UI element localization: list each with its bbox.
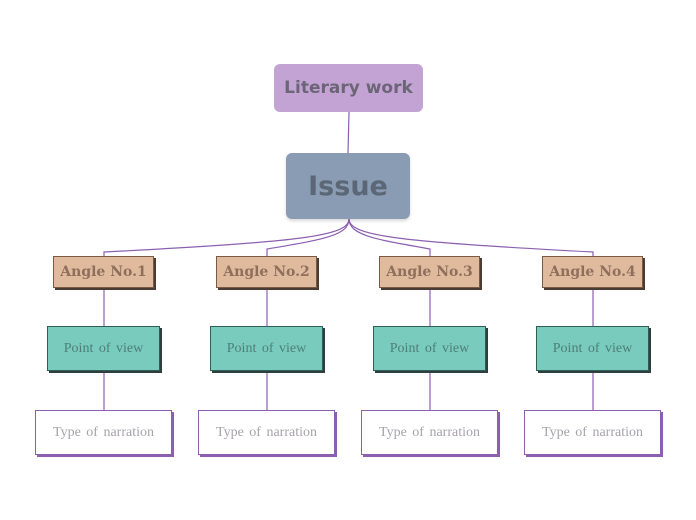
point-of-view-label: Point of view (389, 340, 470, 356)
narration-label: Type of narration (216, 424, 317, 440)
angle-node-label: Angle No.3 (386, 264, 473, 280)
point-of-view-label: Point of view (226, 340, 307, 356)
narration-label: Type of narration (53, 424, 154, 440)
point-of-view-label: Point of view (552, 340, 633, 356)
narration-node-2[interactable]: Type of narration (198, 410, 335, 455)
angle-node-label: Angle No.2 (223, 264, 310, 280)
angle-node-label: Angle No.4 (549, 264, 636, 280)
connector-root-central (347, 111, 350, 154)
connector-central-angle-1 (103, 218, 350, 256)
point-of-view-node-3[interactable]: Point of view (373, 326, 486, 371)
connector-central-angle-3 (348, 218, 431, 256)
angle-node-1[interactable]: Angle No.1 (53, 256, 154, 288)
point-of-view-node-2[interactable]: Point of view (210, 326, 323, 371)
narration-label: Type of narration (542, 424, 643, 440)
narration-node-1[interactable]: Type of narration (35, 410, 172, 455)
connector-central-angle-2 (266, 218, 350, 256)
narration-node-3[interactable]: Type of narration (361, 410, 498, 455)
connector-central-angle-4 (348, 218, 594, 256)
narration-node-4[interactable]: Type of narration (524, 410, 661, 455)
point-of-view-label: Point of view (63, 340, 144, 356)
angle-node-label: Angle No.1 (60, 264, 147, 280)
angle-node-3[interactable]: Angle No.3 (379, 256, 480, 288)
point-of-view-node-4[interactable]: Point of view (536, 326, 649, 371)
point-of-view-node-1[interactable]: Point of view (47, 326, 160, 371)
central-node-label: Issue (308, 170, 388, 202)
root-node-label: Literary work (284, 78, 413, 98)
root-node-literary-work[interactable]: Literary work (274, 64, 423, 112)
narration-label: Type of narration (379, 424, 480, 440)
central-node-issue[interactable]: Issue (286, 153, 410, 219)
angle-node-2[interactable]: Angle No.2 (216, 256, 317, 288)
angle-node-4[interactable]: Angle No.4 (542, 256, 643, 288)
